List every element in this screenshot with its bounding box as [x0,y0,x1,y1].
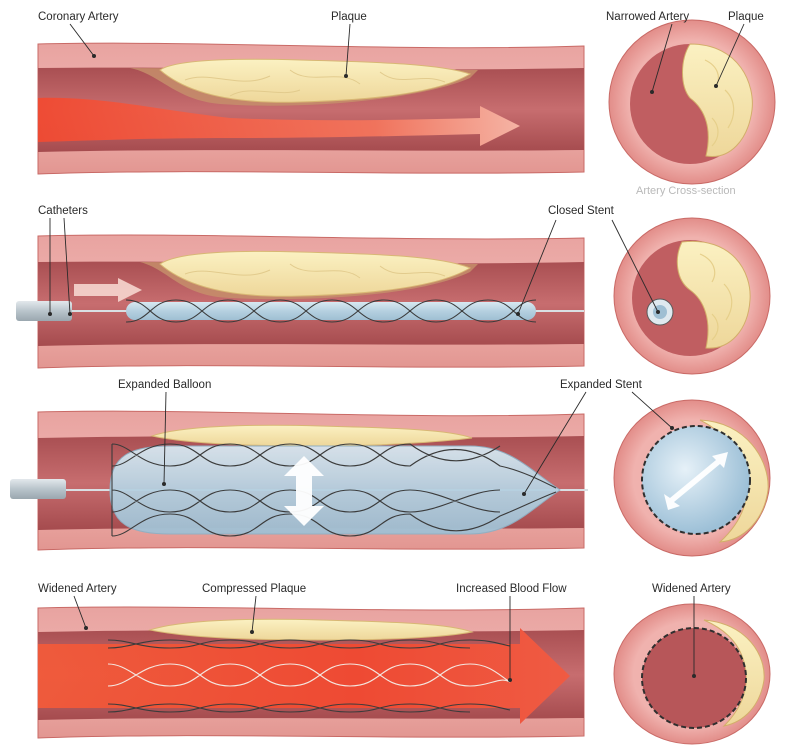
catheter-tube [10,479,66,499]
cross-section-narrowed [609,20,775,184]
cross-section-closed-stent [614,218,770,374]
label-artery-cross-section: Artery Cross-section [636,185,736,197]
label-narrowed-artery: Narrowed Artery [606,11,689,23]
leader-dot [92,54,96,58]
catheter-tube [16,301,72,321]
cross-section-expanded-stent [614,400,770,556]
closed-stent-balloon [126,302,536,320]
leader-dot [250,630,254,634]
leader-dot [714,84,718,88]
label-widened-artery-cross: Widened Artery [652,583,731,595]
leader-dot [68,312,72,316]
leader-dot [48,312,52,316]
label-widened-artery: Widened Artery [38,583,117,595]
label-increased-blood-flow: Increased Blood Flow [456,583,567,595]
label-coronary-artery: Coronary Artery [38,11,119,23]
leader-dot [84,626,88,630]
cross-section-widened [614,604,770,744]
label-closed-stent: Closed Stent [548,205,615,217]
leader-dot [162,482,166,486]
leader-dot [656,310,660,314]
panel-expanded-stent [10,411,588,550]
label-plaque-top: Plaque [331,11,367,23]
label-plaque-cross: Plaque [728,11,764,23]
label-expanded-stent: Expanded Stent [560,379,643,391]
leader-dot [516,312,520,316]
label-compressed-plaque: Compressed Plaque [202,583,306,595]
label-expanded-balloon: Expanded Balloon [118,379,211,391]
leader-dot [522,492,526,496]
leader-dot [670,426,674,430]
panel-narrowed-artery [38,43,584,174]
label-catheters: Catheters [38,205,88,217]
leader-dot [692,674,696,678]
leader-dot [650,90,654,94]
panel-widened-artery [38,607,584,738]
leader-dot [508,678,512,682]
panel-closed-stent [16,235,584,368]
leader-dot [344,74,348,78]
